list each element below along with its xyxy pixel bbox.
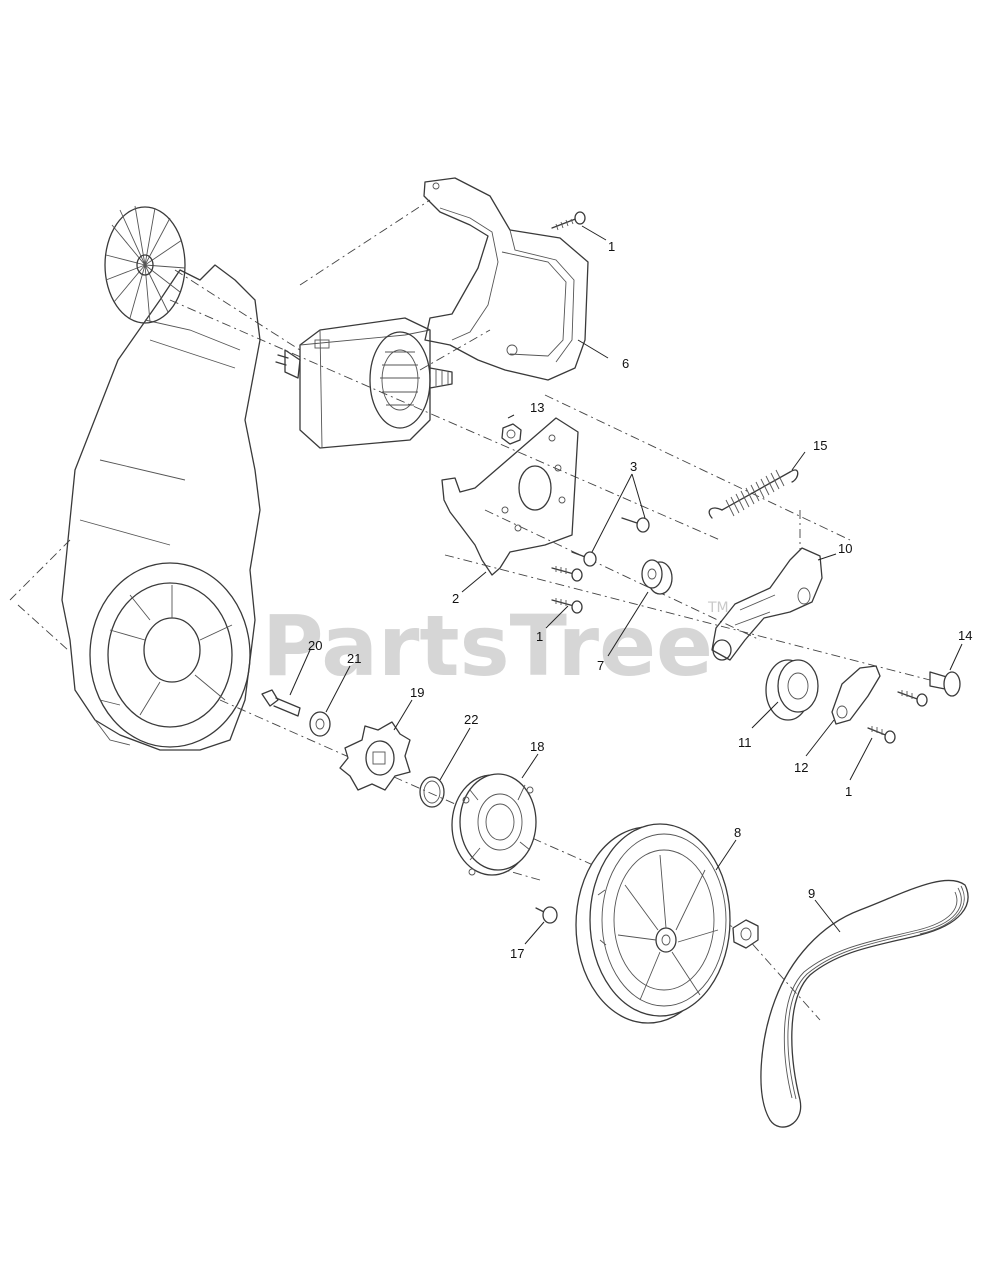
- idler-arm: [711, 547, 823, 661]
- screw-top: [551, 211, 586, 231]
- drive-coupler: [339, 721, 411, 791]
- drive-pulley: [575, 823, 731, 1024]
- bearing-plate: [451, 773, 537, 876]
- callout-19: 19: [410, 685, 424, 700]
- callout-12: 12: [794, 760, 808, 775]
- assembly-center-lines: [9, 199, 931, 1021]
- motor-mount-plate: [441, 417, 579, 576]
- idler-bracket: [831, 665, 881, 725]
- retaining-ring: [419, 776, 445, 808]
- callout-9: 9: [808, 886, 815, 901]
- callout-8: 8: [734, 825, 741, 840]
- callout-3: 3: [630, 459, 637, 474]
- callout-17: 17: [510, 946, 524, 961]
- shaft-bolt: [261, 689, 301, 717]
- callout-21: 21: [347, 651, 361, 666]
- callout-leaders: [289, 225, 963, 945]
- callout-1-top: 1: [608, 239, 615, 254]
- callout-1-middle: 1: [536, 629, 543, 644]
- nut: [501, 423, 522, 445]
- watermark: PartsTree TM: [262, 597, 729, 695]
- watermark-text: PartsTree: [262, 597, 713, 695]
- callout-1-bottom: 1: [845, 784, 852, 799]
- callout-11: 11: [738, 735, 752, 750]
- callout-6: 6: [622, 356, 629, 371]
- impeller-fan: [104, 205, 186, 324]
- screws-right: [867, 690, 928, 744]
- idler-bearing: [765, 659, 819, 721]
- drive-belt: [760, 879, 969, 1128]
- callout-10: 10: [838, 541, 852, 556]
- flange-screw: [535, 906, 558, 924]
- motor: [275, 317, 453, 449]
- shoulder-bolts: [571, 517, 650, 567]
- idler-spacer: [641, 559, 673, 595]
- screws-middle: [551, 566, 583, 614]
- callout-13: 13: [530, 400, 544, 415]
- blower-housing: [61, 264, 261, 751]
- callout-15: 15: [813, 438, 827, 453]
- callout-22: 22: [464, 712, 478, 727]
- pulley-nut: [732, 919, 759, 949]
- callout-2: 2: [452, 591, 459, 606]
- callout-labels: 1 6 13 3 15 10 2 1 7 14 20 21 19 22 18 1…: [308, 239, 972, 961]
- flat-washer: [309, 711, 331, 737]
- callout-7: 7: [597, 658, 604, 673]
- tension-spring: [708, 469, 799, 519]
- callout-18: 18: [530, 739, 544, 754]
- belt-cover: [423, 177, 589, 381]
- callout-20: 20: [308, 638, 322, 653]
- pivot-pin: [929, 671, 961, 697]
- callout-14: 14: [958, 628, 972, 643]
- watermark-trademark: TM: [707, 600, 729, 616]
